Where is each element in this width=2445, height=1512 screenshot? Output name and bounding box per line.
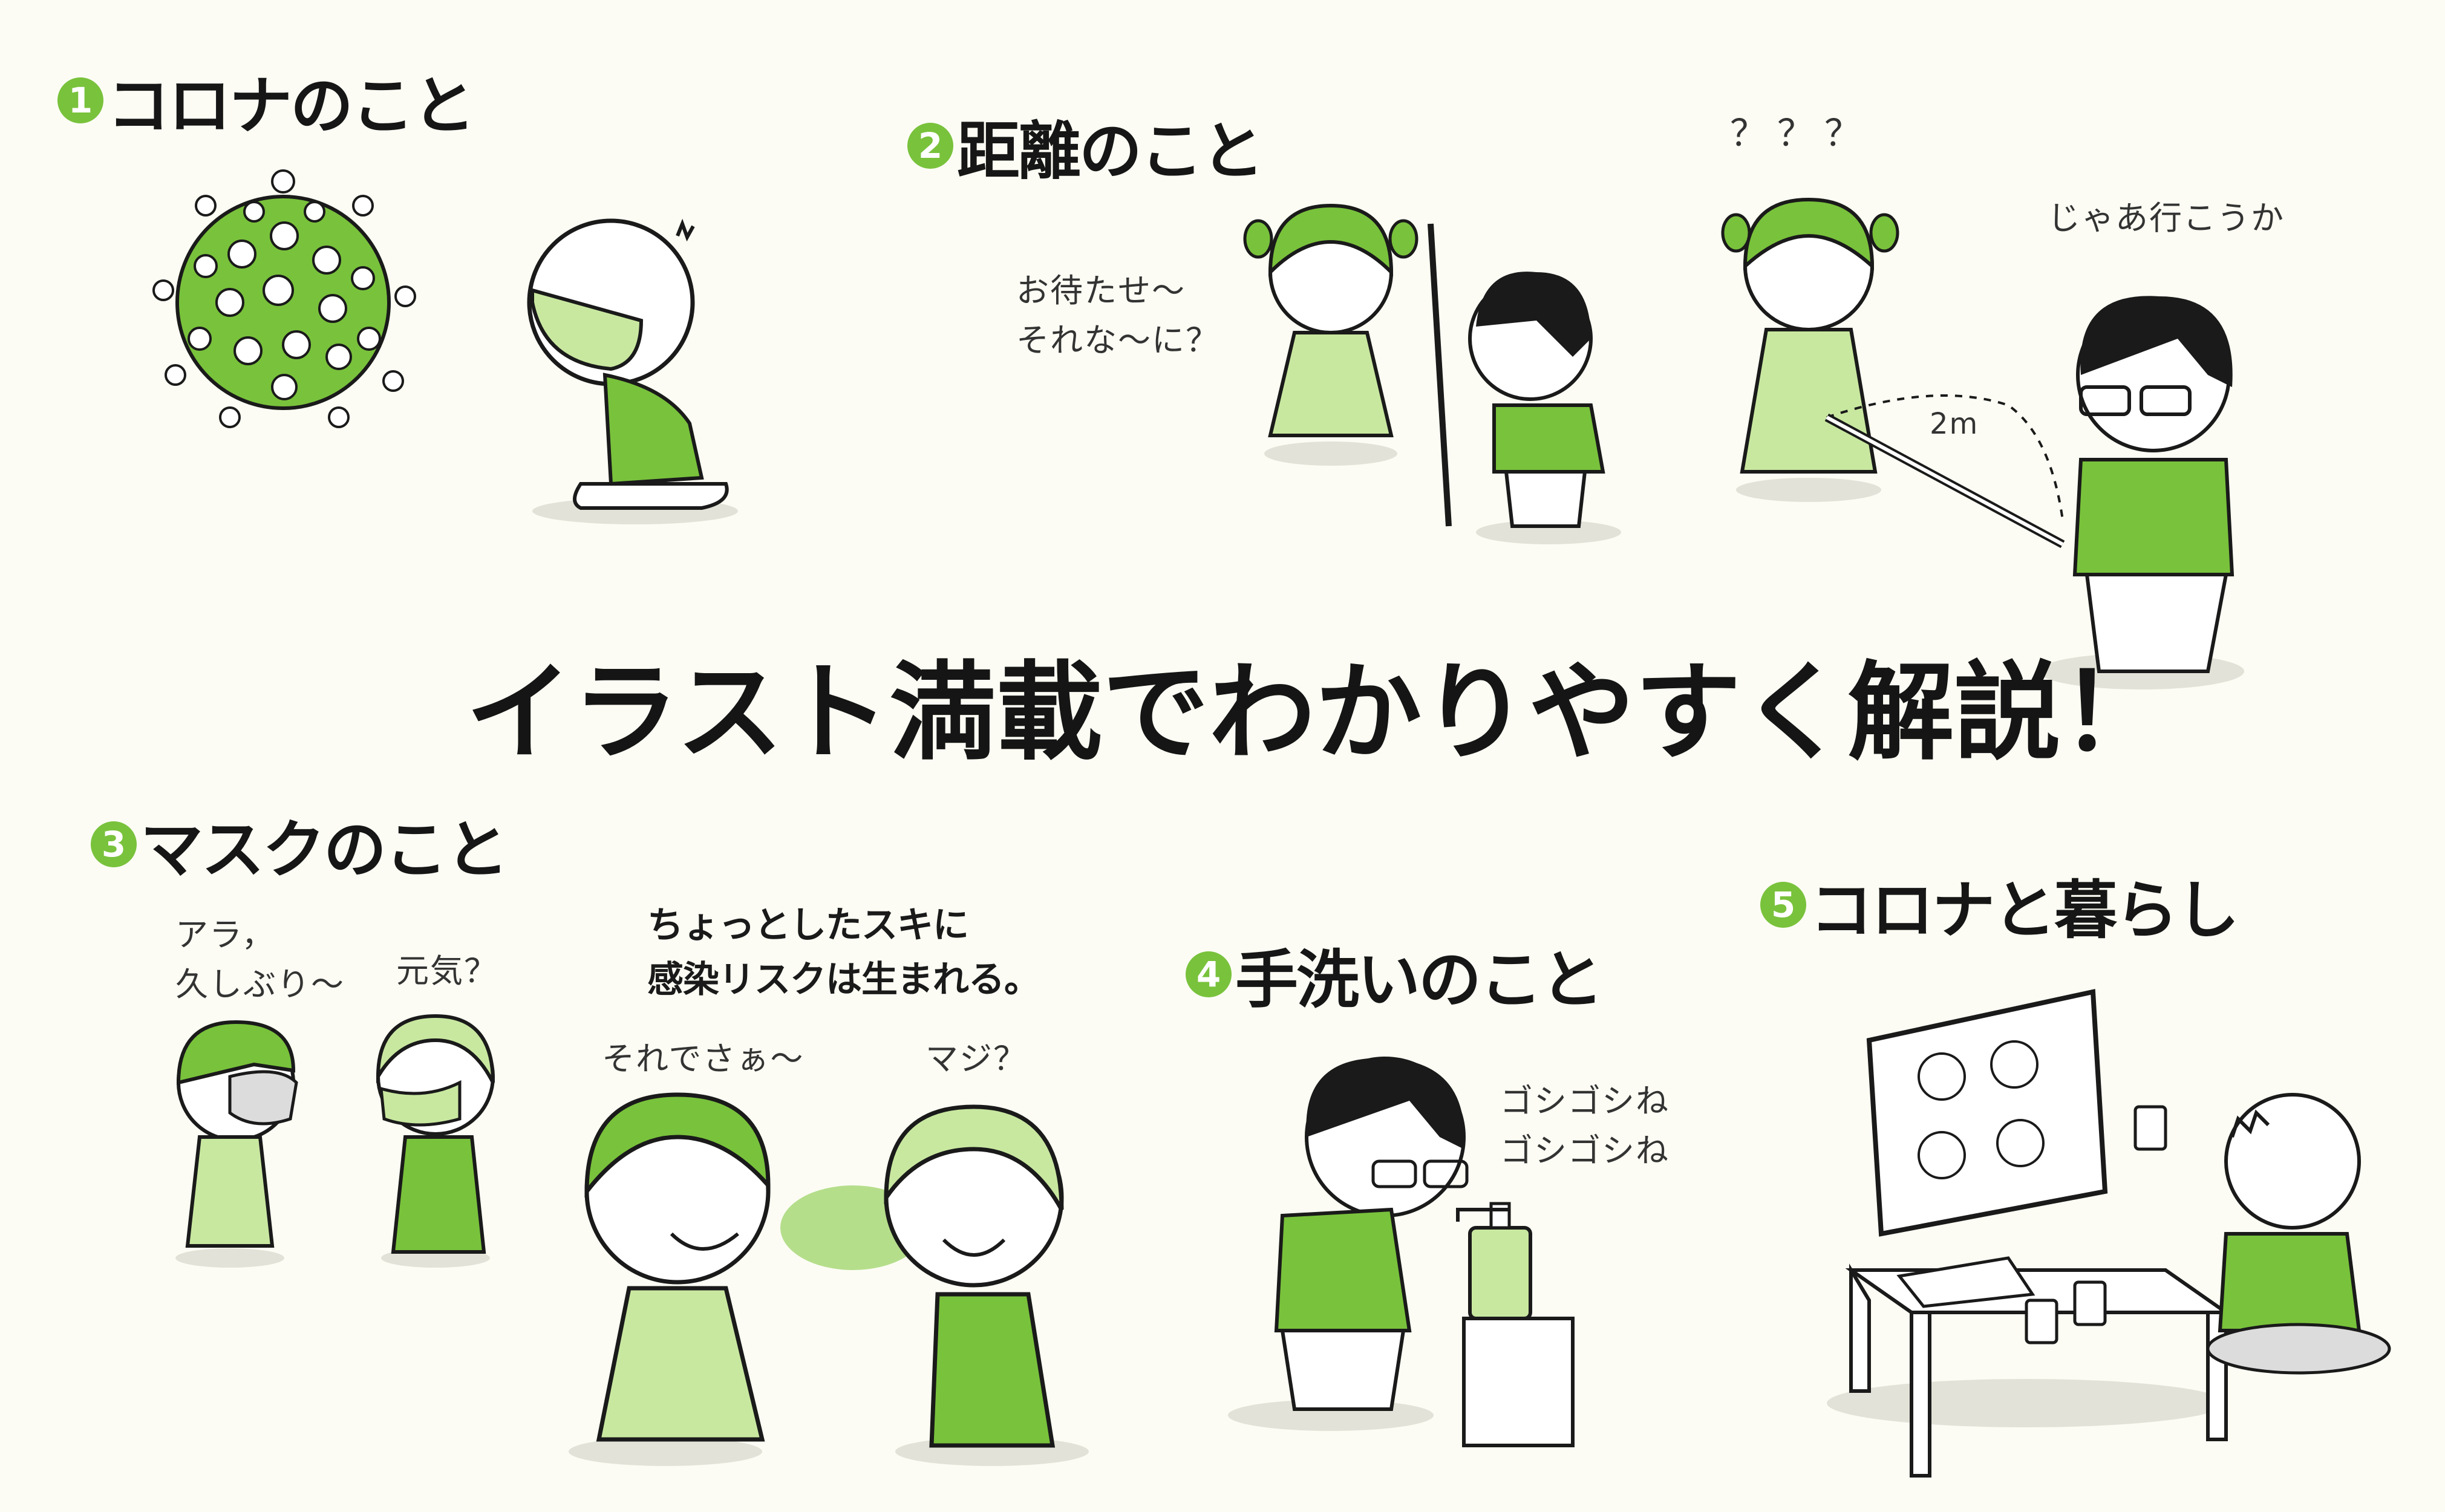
section-3-number: 3 — [91, 821, 137, 867]
speech-maji: マジ？ — [925, 1040, 1027, 1078]
section-5-title: コロナと暮らし — [1810, 873, 2239, 947]
section-3-title: マスクのこと — [140, 813, 509, 887]
section-2-number: 2 — [907, 122, 953, 169]
section-3-heading: 3 マスクのこと — [91, 798, 509, 890]
masked-woman-right-illustration — [376, 1014, 495, 1268]
risk-caption: ちょっとしたスキに 感染リスクは生まれる。 — [647, 904, 1040, 1001]
section-2-title: 距離のこと — [957, 114, 1264, 188]
speech-ara: アラ， 久しぶり〜 — [175, 916, 345, 1003]
section-1-title: コロナのこと — [107, 69, 475, 143]
glasses-man-illustration — [2039, 296, 2244, 689]
speech-lets-go: じゃあ行こうか — [2048, 199, 2285, 237]
virus-illustration — [152, 169, 416, 428]
section-4-number: 4 — [1186, 951, 1232, 997]
speech-genki: 元気？ — [396, 952, 498, 990]
man-with-pole-illustration — [1468, 272, 1621, 544]
main-headline: イラスト満載でわかりやすく解説！ — [466, 651, 2167, 775]
speech-waiting: お待たせ〜 それな〜に？ — [1016, 272, 1219, 359]
soap-dispenser-illustration — [1456, 1202, 1575, 1447]
speech-gosigosi: ゴシゴシね ゴシゴシね — [1500, 1082, 1670, 1170]
talking-woman-left-illustration — [569, 1092, 771, 1466]
online-drinking-party-illustration — [1827, 989, 2391, 1478]
section-1-number: 1 — [57, 77, 103, 123]
section-4-title: 手洗いのこと — [1235, 943, 1604, 1017]
masked-woman-left-illustration — [175, 1020, 298, 1268]
section-4-heading: 4 手洗いのこと — [1186, 928, 1604, 1020]
kneeling-man-illustration — [527, 218, 738, 524]
distance-label: 2m — [1930, 407, 1979, 441]
confused-girl-illustration — [1721, 197, 1899, 502]
speech-question-marks: ？？？ — [1730, 112, 1872, 155]
talking-woman-right-illustration — [884, 1104, 1089, 1466]
section-5-number: 5 — [1760, 881, 1806, 928]
speech-sorede: それでさぁ〜 — [602, 1040, 805, 1078]
section-2-heading: 2 距離のこと — [907, 100, 1264, 191]
waiting-girl-illustration — [1243, 203, 1418, 466]
handwashing-man-illustration — [1228, 1057, 1469, 1431]
section-5-heading: 5 コロナと暮らし — [1760, 859, 2239, 950]
section-1-heading: 1 コロナのこと — [57, 54, 475, 146]
